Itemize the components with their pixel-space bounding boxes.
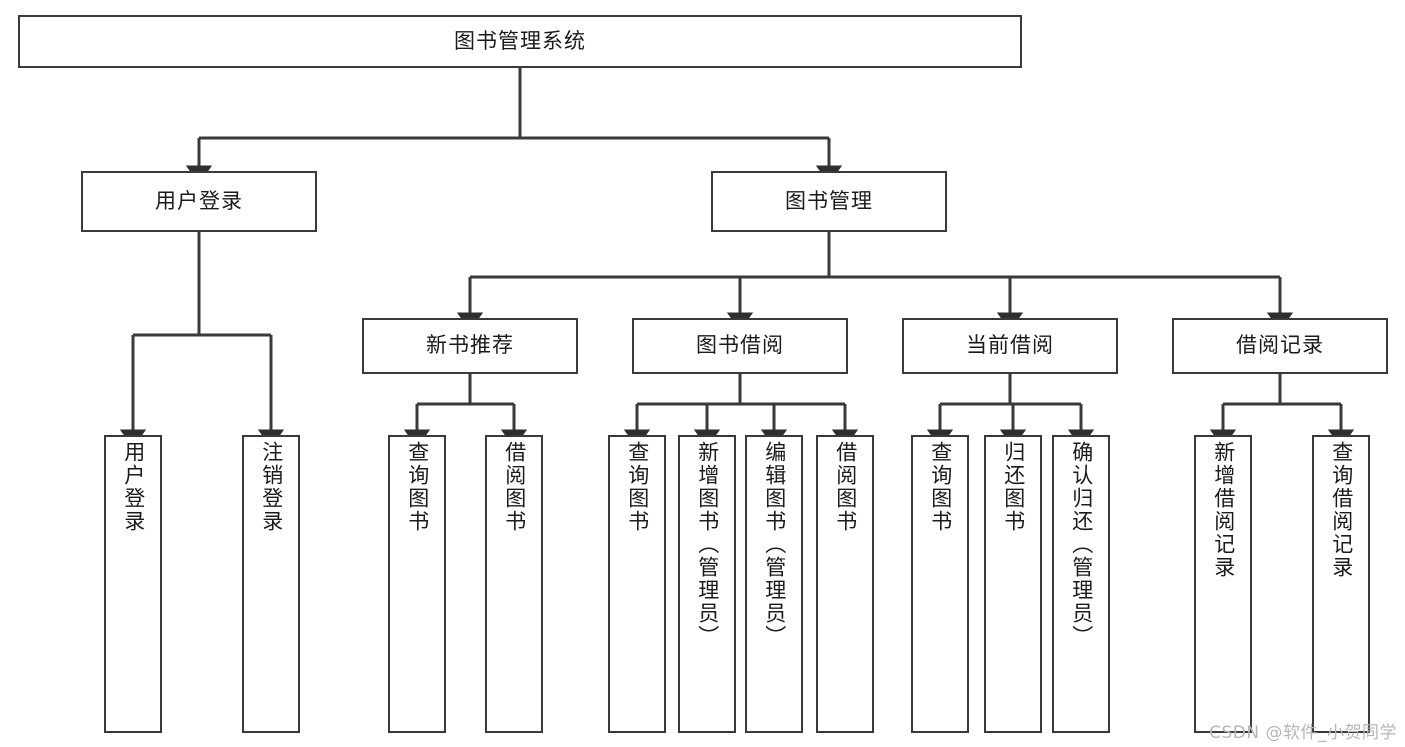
node-label: 归还图书 xyxy=(1001,441,1026,533)
node-leaf-add-book[interactable]: 新增图书（管理员） xyxy=(678,435,736,733)
node-leaf-user-login[interactable]: 用户登录 xyxy=(104,435,162,733)
node-label: 注销登录 xyxy=(259,441,284,533)
node-label: 查询图书 xyxy=(405,441,430,533)
node-label: 借阅图书 xyxy=(833,441,858,533)
node-label: 图书借阅 xyxy=(696,333,784,358)
node-leaf-return-book[interactable]: 归还图书 xyxy=(984,435,1042,733)
node-leaf-edit-book[interactable]: 编辑图书（管理员） xyxy=(745,435,803,733)
node-leaf-query-book-recommend[interactable]: 查询图书 xyxy=(388,435,446,733)
node-current-borrow[interactable]: 当前借阅 xyxy=(902,318,1118,374)
node-label: 图书管理系统 xyxy=(454,28,586,53)
node-borrow-record[interactable]: 借阅记录 xyxy=(1172,318,1388,374)
node-label: 用户登录 xyxy=(121,441,146,533)
node-label: 查询借阅记录 xyxy=(1329,441,1354,579)
node-book-manage[interactable]: 图书管理 xyxy=(711,171,947,232)
node-leaf-add-borrow-record[interactable]: 新增借阅记录 xyxy=(1194,435,1252,733)
node-leaf-borrow-book-recommend[interactable]: 借阅图书 xyxy=(485,435,543,733)
node-label: 查询图书 xyxy=(928,441,953,533)
node-label: 新增借阅记录 xyxy=(1211,441,1236,579)
node-leaf-confirm-return[interactable]: 确认归还（管理员） xyxy=(1052,435,1110,733)
node-leaf-query-book-borrow[interactable]: 查询图书 xyxy=(608,435,666,733)
node-leaf-user-logout[interactable]: 注销登录 xyxy=(242,435,300,733)
node-label: 当前借阅 xyxy=(966,333,1054,358)
node-new-book-recommend[interactable]: 新书推荐 xyxy=(362,318,578,374)
node-label: 用户登录 xyxy=(155,188,243,213)
node-root[interactable]: 图书管理系统 xyxy=(18,15,1022,68)
node-book-borrow[interactable]: 图书借阅 xyxy=(632,318,848,374)
node-leaf-query-borrow-record[interactable]: 查询借阅记录 xyxy=(1312,435,1370,733)
node-label: 查询图书 xyxy=(625,441,650,533)
node-label: 新书推荐 xyxy=(426,333,514,358)
node-label: 借阅图书 xyxy=(502,441,527,533)
node-label: 新增图书（管理员） xyxy=(695,441,720,648)
node-label: 确认归还（管理员） xyxy=(1069,441,1094,648)
node-label: 借阅记录 xyxy=(1236,333,1324,358)
node-label: 编辑图书（管理员） xyxy=(762,441,787,648)
node-leaf-query-book-current[interactable]: 查询图书 xyxy=(911,435,969,733)
node-leaf-borrow-book[interactable]: 借阅图书 xyxy=(816,435,874,733)
node-user-login[interactable]: 用户登录 xyxy=(81,171,317,232)
node-label: 图书管理 xyxy=(785,188,873,213)
